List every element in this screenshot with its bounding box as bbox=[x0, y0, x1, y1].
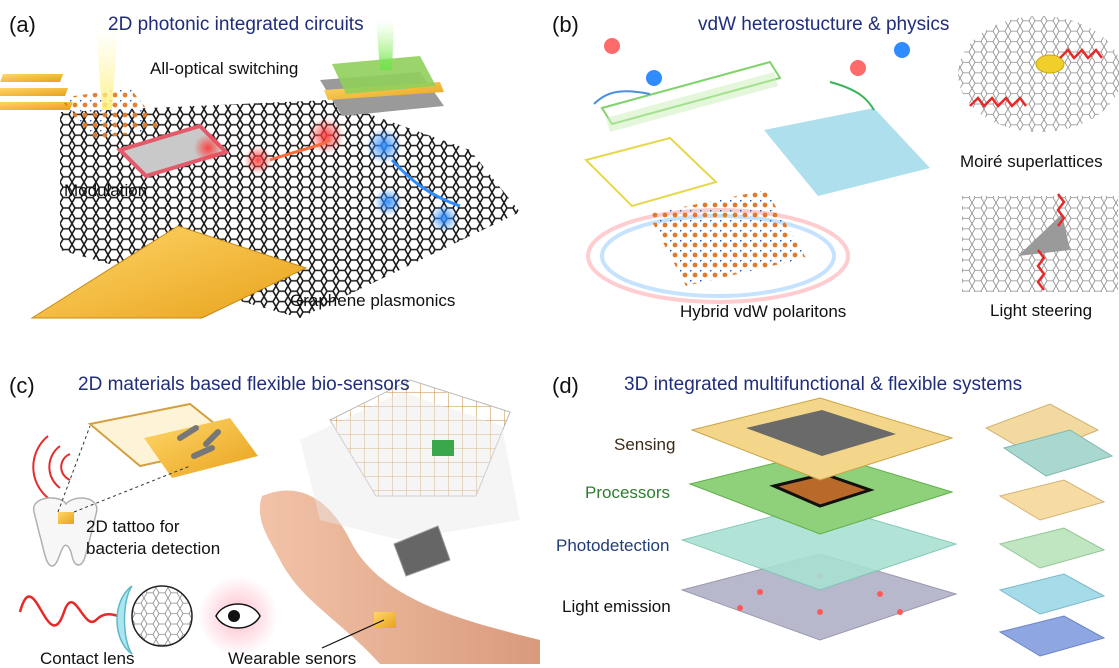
exciton-glow-red-1 bbox=[194, 134, 222, 162]
lego-stack bbox=[984, 403, 1114, 657]
arrow-green bbox=[829, 81, 875, 111]
lego-tile-5 bbox=[998, 573, 1106, 615]
tooth-chip bbox=[58, 512, 74, 524]
gold-electrode-stripes bbox=[0, 74, 73, 110]
panel-c-letter: (c) bbox=[9, 373, 35, 398]
label-tattoo-line1: 2D tattoo for bbox=[86, 517, 180, 536]
tattoo-callout-lines bbox=[57, 425, 191, 513]
panel-d-letter: (d) bbox=[552, 373, 579, 398]
exciton-glow-blue-3 bbox=[430, 204, 458, 232]
plasmon-arrow bbox=[269, 138, 331, 162]
arrow-blue bbox=[593, 90, 651, 105]
wireless-signal-icon bbox=[32, 435, 71, 499]
exciton-glow-red-2 bbox=[244, 146, 272, 174]
lego-tile-6 bbox=[998, 615, 1106, 657]
steering-prism bbox=[1018, 214, 1070, 256]
panel-c-graphic bbox=[18, 379, 540, 664]
fullerene-icon bbox=[131, 585, 193, 647]
exciton-glow-red-3 bbox=[308, 118, 344, 154]
moire-disk bbox=[1035, 54, 1065, 74]
layer-yellow bbox=[584, 136, 718, 208]
panel-a-title: 2D photonic integrated circuits bbox=[108, 14, 364, 35]
bacteria-rods bbox=[177, 425, 221, 459]
layer-label-emission: Light emission bbox=[562, 597, 671, 616]
panel-a-letter: (a) bbox=[9, 12, 36, 37]
label-wearable-sensors: Wearable senors bbox=[228, 649, 357, 668]
panel-d-graphic bbox=[680, 397, 1114, 657]
electron-blue bbox=[646, 70, 662, 86]
layer-hbn bbox=[648, 190, 806, 286]
moire-lattice bbox=[958, 16, 1119, 132]
panel-d-title: 3D integrated multifunctional & flexible… bbox=[624, 374, 1023, 395]
steering-light-wave bbox=[1036, 193, 1066, 291]
contact-lens-icon bbox=[116, 585, 133, 655]
label-contact-lens: Contact lens bbox=[40, 649, 135, 668]
layer-label-processors: Processors bbox=[585, 483, 671, 502]
flexible-patch-mesh bbox=[329, 379, 511, 497]
wrist-chip bbox=[374, 612, 396, 628]
electron-red-2 bbox=[850, 60, 866, 76]
flexible-patch-backing bbox=[300, 392, 520, 540]
layer-cyan bbox=[764, 108, 930, 196]
label-light-steering: Light steering bbox=[990, 301, 1093, 320]
label-modulation: Modulation bbox=[64, 181, 148, 200]
switch-flake bbox=[332, 56, 436, 94]
lego-tile-2 bbox=[1002, 429, 1114, 477]
contact-wave bbox=[18, 595, 119, 627]
moire-light-wave bbox=[969, 48, 1103, 108]
wearable-pointer bbox=[321, 619, 385, 649]
panel-b-graphic bbox=[584, 16, 1119, 304]
lego-tile-4 bbox=[998, 527, 1106, 569]
lego-tile-3 bbox=[998, 479, 1106, 521]
label-moire-superlattices: Moiré superlattices bbox=[960, 152, 1103, 171]
tooth-icon bbox=[33, 497, 98, 567]
electron-blue-2 bbox=[894, 42, 910, 58]
processor-chip bbox=[769, 472, 875, 508]
layer-label-sensing: Sensing bbox=[614, 435, 676, 454]
green-chip bbox=[432, 440, 454, 456]
label-hybrid-vdw-polaritons: Hybrid vdW polaritons bbox=[680, 302, 847, 321]
plasmon-arrow-blue bbox=[390, 158, 461, 208]
eye-pupil bbox=[228, 610, 240, 622]
panel-b-letter: (b) bbox=[552, 12, 579, 37]
tmd-flake-left bbox=[60, 88, 162, 140]
light-beam-yellow bbox=[96, 28, 118, 110]
electron-red bbox=[604, 38, 620, 54]
sensor-device bbox=[393, 525, 451, 577]
label-all-optical-switching: All-optical switching bbox=[150, 59, 299, 78]
panel-c-title: 2D materials based flexible bio-sensors bbox=[78, 374, 410, 395]
layer-label-photodetection: Photodetection bbox=[556, 536, 670, 555]
sensing-chip bbox=[746, 410, 896, 456]
light-beam-green bbox=[376, 20, 394, 70]
hand-arm bbox=[259, 490, 540, 664]
tattoo-electrode bbox=[144, 418, 258, 478]
exciton-glow-blue-2 bbox=[374, 188, 402, 216]
exciton-glow-blue-1 bbox=[366, 128, 402, 164]
layer-green-inner bbox=[606, 72, 778, 132]
panel-a-graphic bbox=[0, 20, 520, 319]
panel-b-title: vdW heterostucture & physics bbox=[698, 14, 950, 35]
label-graphene-plasmonics: Graphene plasmonics bbox=[290, 291, 456, 310]
gold-electrode-bottom bbox=[30, 225, 308, 319]
emission-dots bbox=[737, 573, 903, 615]
label-tattoo-line2: bacteria detection bbox=[86, 539, 221, 558]
